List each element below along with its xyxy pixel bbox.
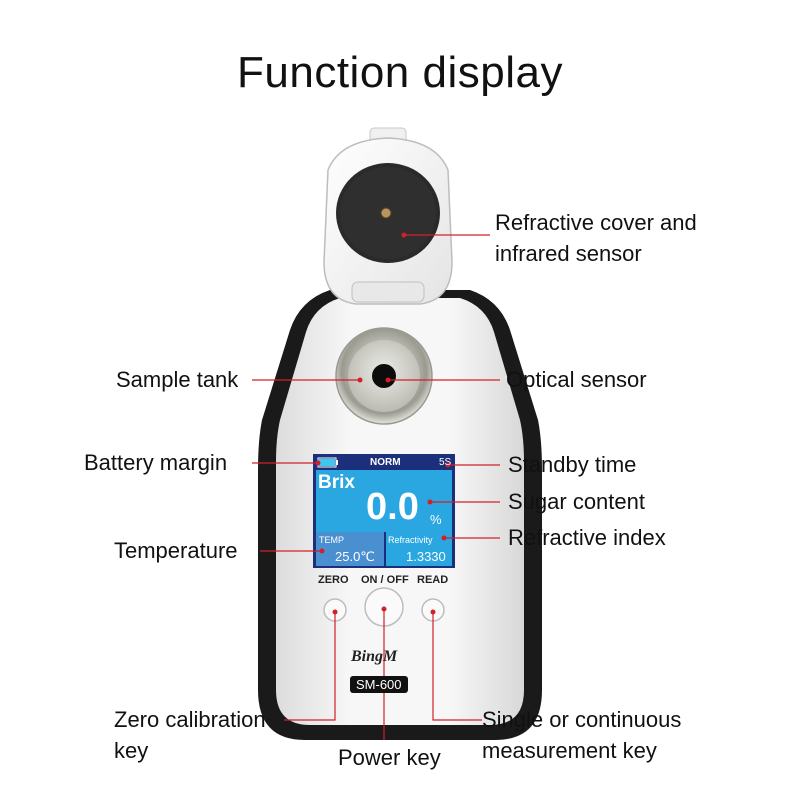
screen-temp-value: 25.0℃ (335, 549, 375, 564)
screen-refr-label: Refractivity (388, 535, 433, 545)
infrared-sensor-dot (380, 207, 392, 219)
display-refr-area (386, 532, 452, 566)
callout-optical-sensor: Optical sensor (506, 367, 647, 392)
model-badge: SM-600 (350, 676, 408, 693)
callout-cover: Refractive cover and infrared sensor (495, 207, 697, 269)
display-temp-area (316, 532, 384, 566)
screen-standby: 5S (439, 457, 452, 468)
callout-refractive-index: Refractive index (508, 525, 666, 550)
screen-mode: NORM (370, 457, 401, 468)
zero-button-label: ZERO (318, 574, 349, 586)
power-button-label: ON / OFF (361, 574, 409, 586)
optical-sensor-lens (372, 364, 396, 388)
callout-power-key: Power key (338, 745, 441, 770)
callout-read-key-line2: measurement key (482, 738, 657, 763)
screen-scale: Brix (318, 472, 355, 493)
callout-temperature: Temperature (114, 538, 238, 563)
screen-refr-value: 1.3330 (406, 549, 446, 564)
screen-reading: 0.0 (366, 486, 419, 528)
brand-logo: BingM (351, 648, 398, 665)
callout-cover-line2: infrared sensor (495, 241, 642, 266)
callout-battery: Battery margin (84, 450, 228, 475)
callout-sample-tank: Sample tank (116, 367, 239, 392)
callout-cover-line1: Refractive cover and (495, 210, 697, 235)
screen-unit: % (430, 512, 442, 527)
callout-zero-key-line2: key (114, 738, 149, 763)
screen-temp-label: TEMP (319, 535, 345, 545)
callout-read-key: Single or continuous measurement key (482, 704, 681, 766)
callout-zero-key: Zero calibration key (114, 704, 266, 766)
callout-standby: Standby time (508, 452, 637, 477)
callout-zero-key-line1: Zero calibration (114, 707, 266, 732)
page-title: Function display (237, 48, 563, 97)
read-button-label: READ (417, 574, 449, 586)
callout-read-key-line1: Single or continuous (482, 707, 682, 732)
lid-hinge (351, 281, 425, 303)
callout-sugar: Sugar content (508, 489, 645, 514)
